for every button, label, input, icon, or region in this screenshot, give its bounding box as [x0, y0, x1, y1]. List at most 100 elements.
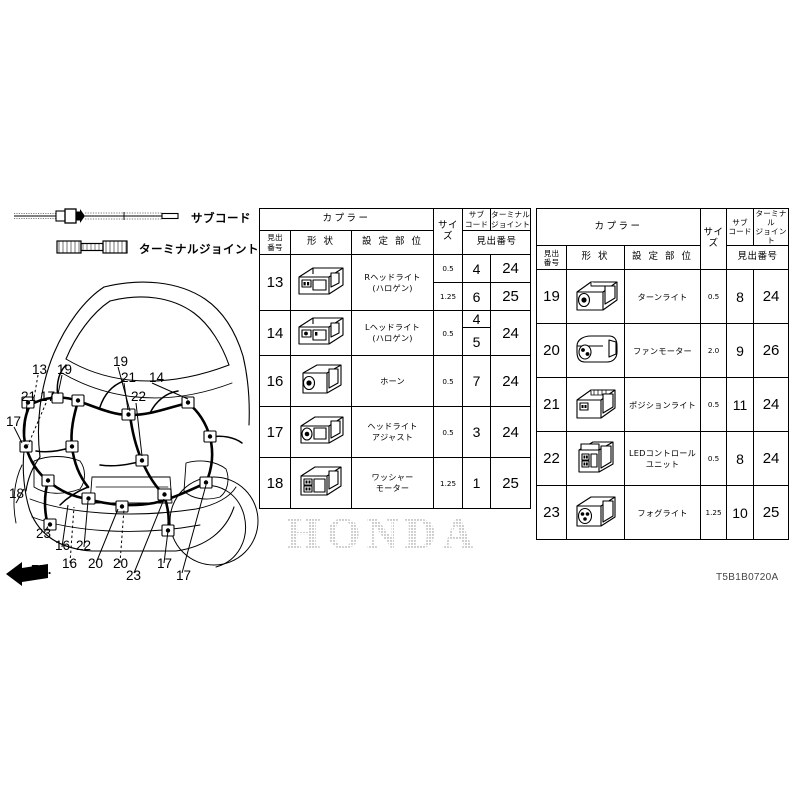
header-size: サイズ: [433, 208, 464, 255]
header-setting-part: 設 定 部 位: [350, 230, 435, 255]
row-tj-19: 24: [753, 269, 790, 325]
table-row[interactable]: 20: [536, 323, 790, 379]
legend-item-sub-cord: サブコード: [12, 205, 251, 231]
row-index-20: 20: [536, 323, 567, 379]
row-index-17: 17: [259, 406, 291, 458]
table-row[interactable]: 1.25 6 25: [260, 282, 532, 311]
row-index-19: 19: [536, 269, 567, 325]
row-subcode-19: 8: [726, 269, 755, 325]
row-index-14: 14: [259, 310, 291, 356]
callout-13: 13: [32, 362, 48, 377]
row-name-16: ホーン: [350, 355, 435, 407]
table-row[interactable]: 14: [259, 310, 532, 356]
row-size-13-b: 1.25: [433, 282, 464, 311]
row-name-23: フォグライト: [623, 485, 702, 541]
table-row[interactable]: 13: [259, 254, 532, 311]
header-sub-code-line1: サブ: [468, 210, 485, 220]
vehicle-harness-illustration: [0, 255, 260, 575]
legend-label-sub-cord: サブコード: [191, 211, 251, 225]
header-index-number-span: 見出番号: [726, 245, 790, 271]
table-row[interactable]: 22: [536, 431, 790, 487]
callout-16: 16: [55, 538, 71, 553]
sub-cord-wire-icon: [12, 205, 182, 231]
table-row[interactable]: 19 ターンライト: [536, 269, 790, 325]
drawing-part-number: T5B1B0720A: [716, 572, 779, 583]
row-size-23: 1.25: [700, 485, 728, 541]
row-tj-23: 25: [753, 485, 790, 541]
legend-label-terminal-joint: ターミナルジョイント: [139, 242, 259, 256]
row-subcode-22: 8: [726, 431, 755, 487]
connector-housing-icon: [290, 254, 352, 311]
svg-text:HONDA: HONDA: [286, 509, 480, 558]
connector-round-icon: [290, 355, 352, 407]
row-subcode-14-b: 5: [462, 327, 492, 356]
row-size-17: 0.5: [433, 406, 464, 458]
row-name-13: Rヘッドライト (ハロゲン): [350, 254, 435, 311]
callout-17: 17: [157, 556, 173, 571]
connector-block-icon: [290, 457, 352, 509]
callout-16: 16: [62, 556, 78, 571]
callout-19: 19: [57, 362, 73, 377]
front-direction-arrow: [4, 556, 50, 590]
row-size-18: 1.25: [433, 457, 464, 509]
table-right-header-row-2: 見出 番号 形 状 設 定 部 位 見出番号: [536, 245, 790, 271]
callout-14: 14: [149, 370, 165, 385]
header-shape: 形 状: [290, 230, 352, 255]
table-row[interactable]: 23: [536, 485, 790, 541]
callout-23: 23: [126, 568, 142, 583]
header-index-number: 見出 番号: [259, 230, 291, 255]
connector-round-icon: [290, 406, 352, 458]
header-size: サイズ: [700, 207, 728, 271]
callout-23: 23: [36, 526, 52, 541]
header-terminal-joint-line1: ターミナル: [491, 210, 531, 220]
table-row[interactable]: 21: [536, 377, 790, 433]
header-sub-code-line2: コード: [464, 219, 489, 229]
row-tj-13-a: 24: [490, 254, 532, 283]
header-index-number-span: 見出番号: [462, 230, 532, 255]
row-subcode-14-a: 4: [462, 310, 492, 328]
row-index-13: 13: [259, 254, 291, 311]
row-tj-17: 24: [490, 406, 532, 458]
header-index-number: 見出 番号: [536, 245, 567, 271]
legend-item-terminal-joint: ターミナルジョイント: [56, 237, 259, 261]
row-name-21: ポジションライト: [623, 377, 702, 433]
header-terminal-joint: ターミナル ジョイント: [753, 207, 790, 247]
callout-21: 21: [121, 370, 137, 385]
row-index-22: 22: [536, 431, 567, 487]
row-name-14: Lヘッドライト (ハロゲン): [350, 310, 435, 356]
connector-housing-icon: [290, 310, 352, 356]
legend: サブコード: [12, 205, 262, 265]
table-row[interactable]: 16 ホーン 0.5: [259, 355, 532, 407]
front-direction-label: FR.: [31, 562, 52, 577]
connector-block-icon: [566, 377, 625, 433]
callout-21: 21: [21, 389, 37, 404]
table-right-header-row-1: カプラー サイズ サブ コード ターミナル ジョイント: [535, 207, 790, 271]
honda-wordmark-text: HONDA: [0, 118, 280, 165]
callout-17: 17: [6, 414, 22, 429]
row-size-20: 2.0: [700, 323, 728, 379]
header-coupler: カプラー: [258, 208, 435, 231]
connector-table-right: カプラー サイズ サブ コード ターミナル ジョイント 見出 番号 形 状 設 …: [535, 207, 790, 541]
row-tj-21: 24: [753, 377, 790, 433]
connector-table-left: カプラー サイズ サブ コード ターミナル ジョイント 見出 番号 形 状 設 …: [258, 208, 532, 509]
table-left-header-row-2: 見出 番号 形 状 設 定 部 位 見出番号: [259, 230, 532, 255]
row-tj-18: 25: [490, 457, 532, 509]
header-coupler: カプラー: [535, 207, 702, 247]
row-name-20: ファンモーター: [623, 323, 702, 379]
row-subcode-17: 3: [462, 406, 492, 458]
row-tj-22: 24: [753, 431, 790, 487]
row-subcode-13-a: 4: [462, 254, 492, 283]
row-tj-14: 24: [490, 310, 532, 356]
callout-22: 22: [131, 389, 147, 404]
row-size-16: 0.5: [433, 355, 464, 407]
row-index-18: 18: [259, 457, 291, 509]
row-tj-20: 26: [753, 323, 790, 379]
connector-oval-icon: [566, 323, 625, 379]
row-size-22: 0.5: [700, 431, 728, 487]
table-row[interactable]: 17 ヘッドライト: [259, 406, 532, 458]
row-size-19: 0.5: [700, 269, 728, 325]
row-tj-13-b: 25: [490, 282, 532, 311]
table-row[interactable]: 18: [259, 457, 532, 509]
header-setting-part: 設 定 部 位: [623, 245, 702, 271]
